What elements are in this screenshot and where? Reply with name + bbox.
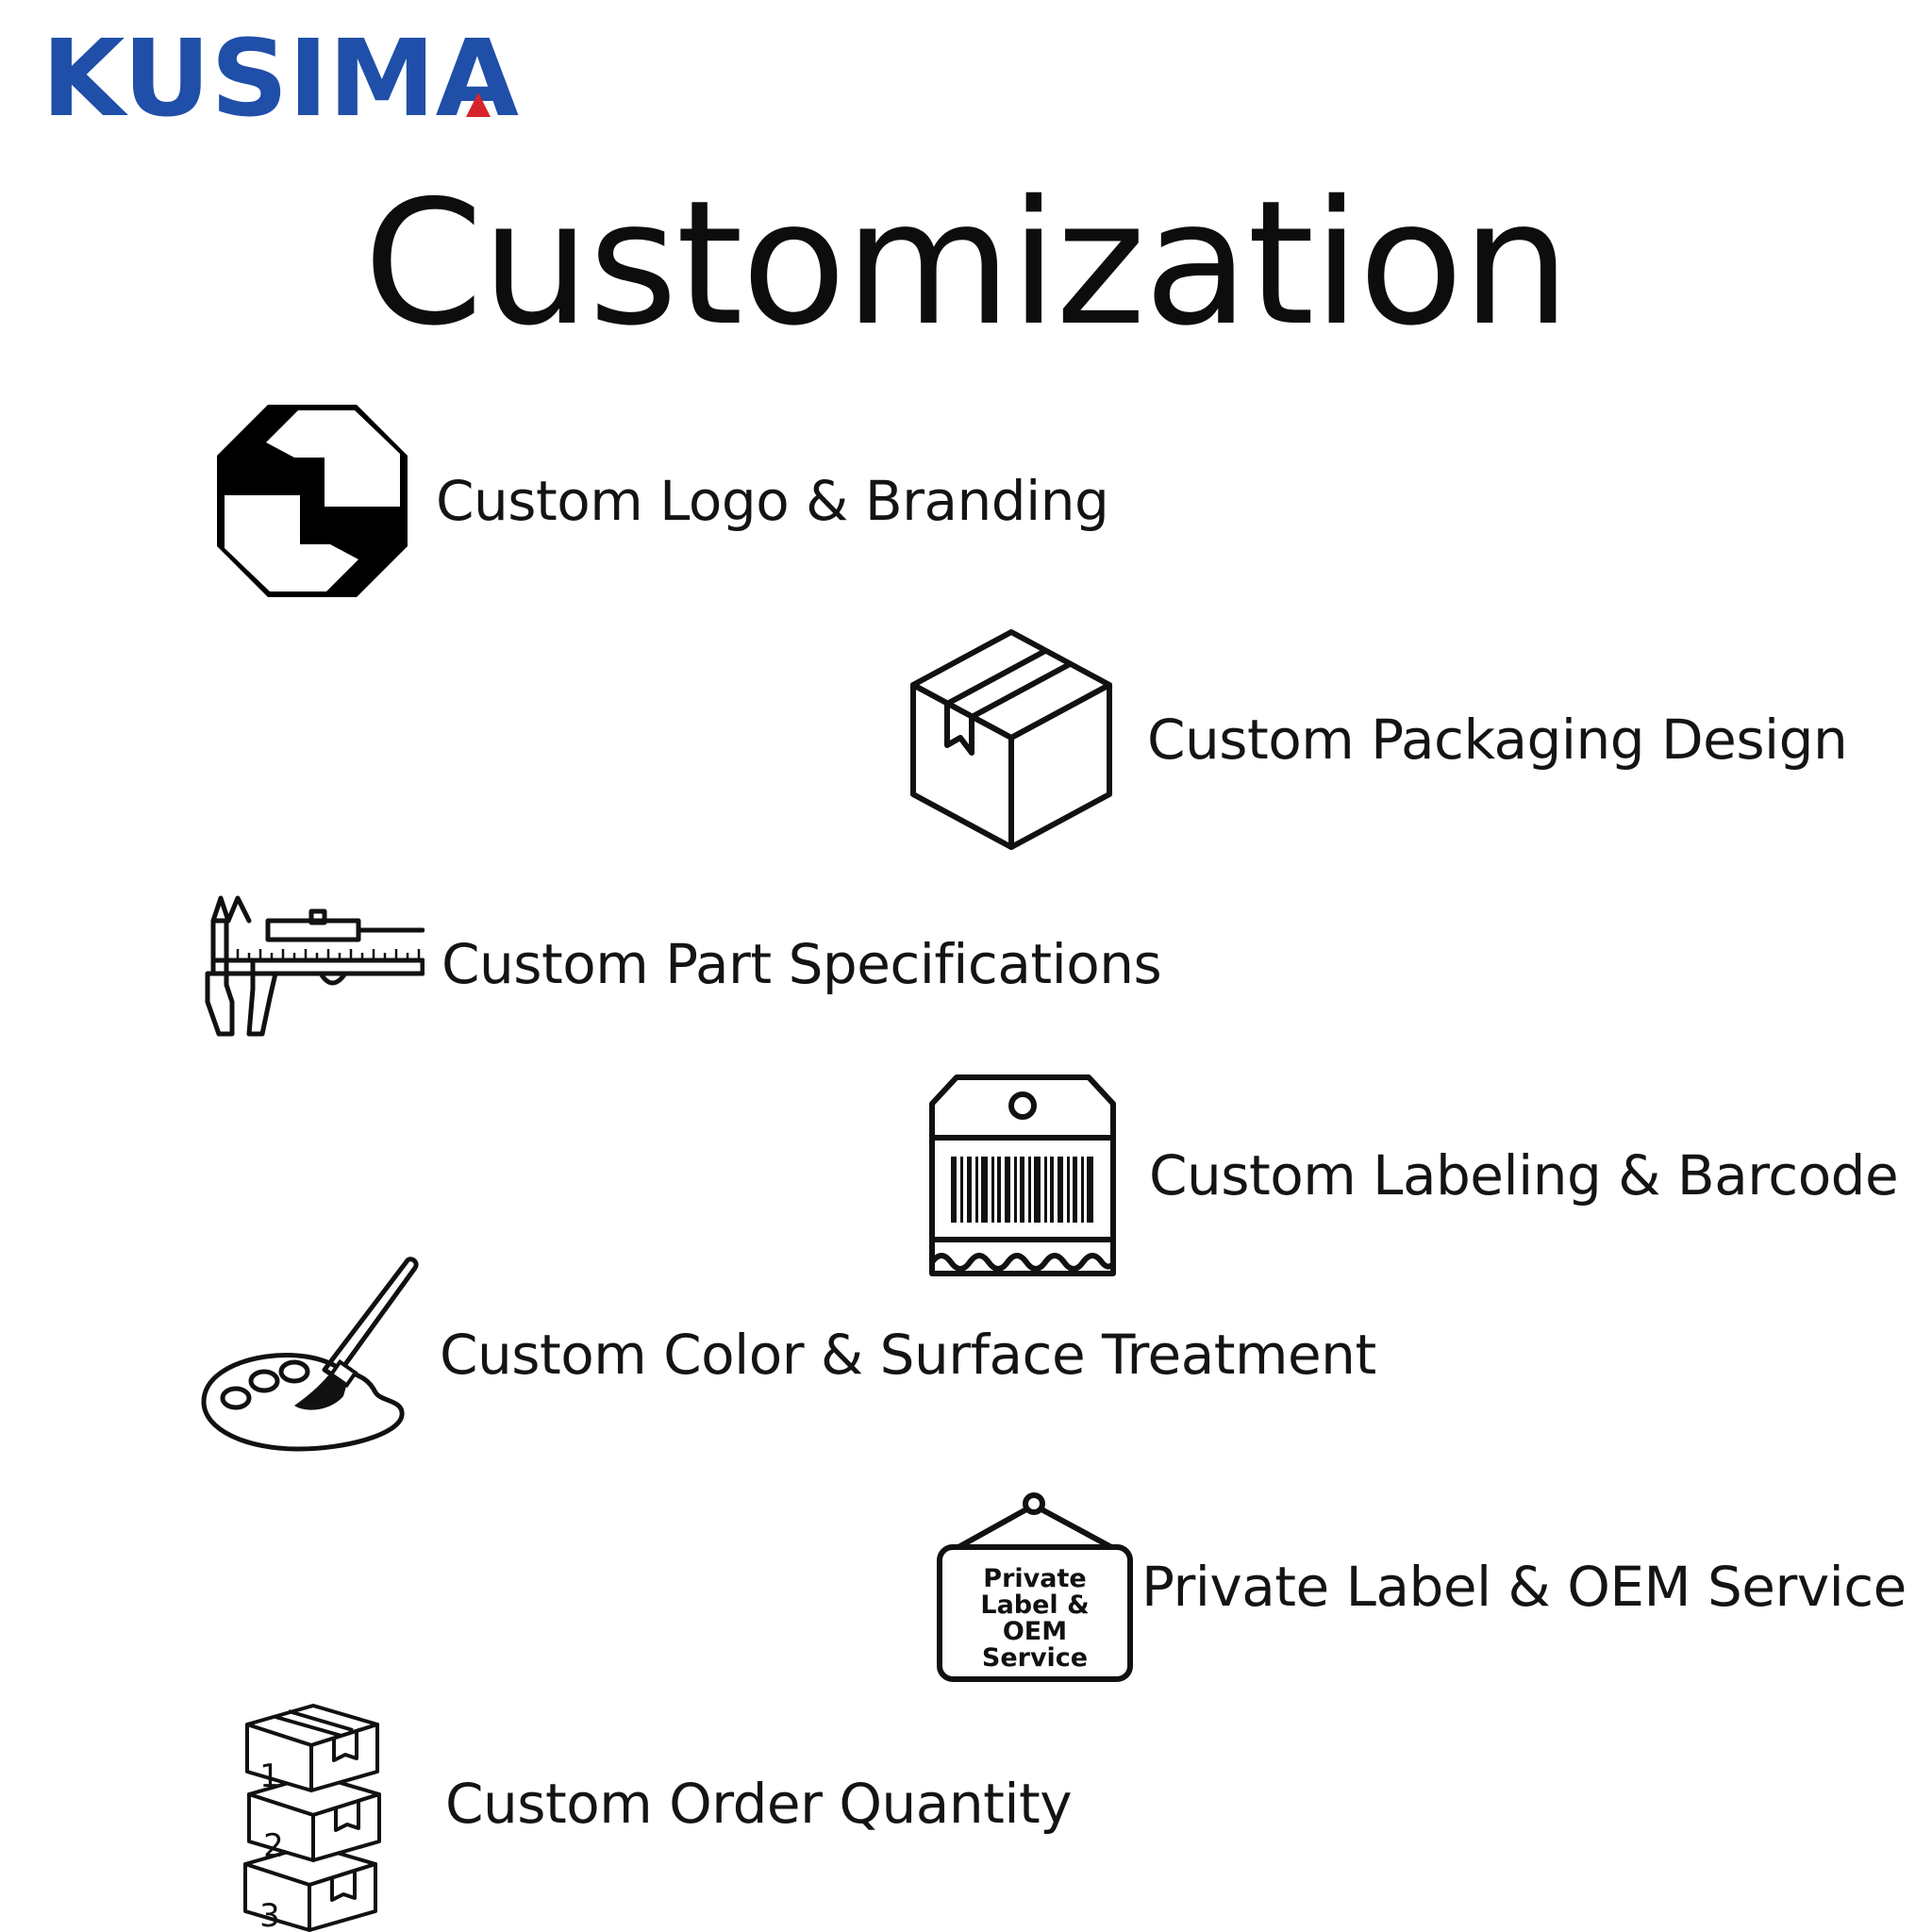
feature-label: Custom Packaging Design: [1147, 708, 1848, 772]
caliper-icon: [205, 895, 425, 1037]
sign-line: Label &: [980, 1591, 1089, 1620]
feature-logo-branding: Custom Logo & Branding: [213, 401, 1109, 601]
sign-line: Private: [983, 1564, 1086, 1593]
feature-private-label-oem: Private Label & OEM Service Private Labe…: [936, 1491, 1907, 1683]
feature-label: Private Label & OEM Service: [1141, 1555, 1907, 1619]
logo-emblem-icon: [217, 405, 408, 597]
feature-color-surface: Custom Color & Surface Treatment: [200, 1255, 1376, 1455]
sign-line: Service: [982, 1643, 1088, 1673]
brand-name: KUSIMA: [42, 26, 519, 121]
brand-accent-triangle: [466, 92, 491, 117]
box-number: 2: [263, 1827, 284, 1865]
feature-label: Custom Part Specifications: [441, 932, 1162, 996]
feature-label: Custom Logo & Branding: [436, 469, 1109, 533]
kusima-logo-icon: KUSIMA: [42, 26, 519, 121]
box-number: 1: [259, 1757, 280, 1795]
feature-label: Custom Labeling & Barcode: [1149, 1143, 1899, 1208]
package-box-icon: [910, 629, 1112, 850]
stacked-boxes-icon: 1 2 3: [243, 1704, 381, 1932]
barcode-tag-icon: [929, 1074, 1116, 1276]
feature-order-quantity: 1 2 3 Custom Order Quantity: [242, 1675, 1073, 1932]
feature-label: Custom Order Quantity: [445, 1772, 1073, 1836]
paint-palette-icon: [201, 1257, 419, 1452]
sign-line: OEM: [1003, 1617, 1067, 1646]
feature-packaging-design: Custom Packaging Design: [909, 628, 1848, 851]
box-number: 3: [259, 1897, 280, 1932]
hanging-sign-icon: Private Label & OEM Service: [937, 1492, 1133, 1682]
page-title: Customization: [363, 163, 1571, 363]
brand-logo: KUSIMA: [42, 26, 523, 121]
feature-labeling-barcode: Custom Labeling & Barcode: [928, 1074, 1899, 1277]
feature-part-specifications: Custom Part Specifications: [200, 891, 1162, 1038]
feature-label: Custom Color & Surface Treatment: [440, 1323, 1376, 1387]
